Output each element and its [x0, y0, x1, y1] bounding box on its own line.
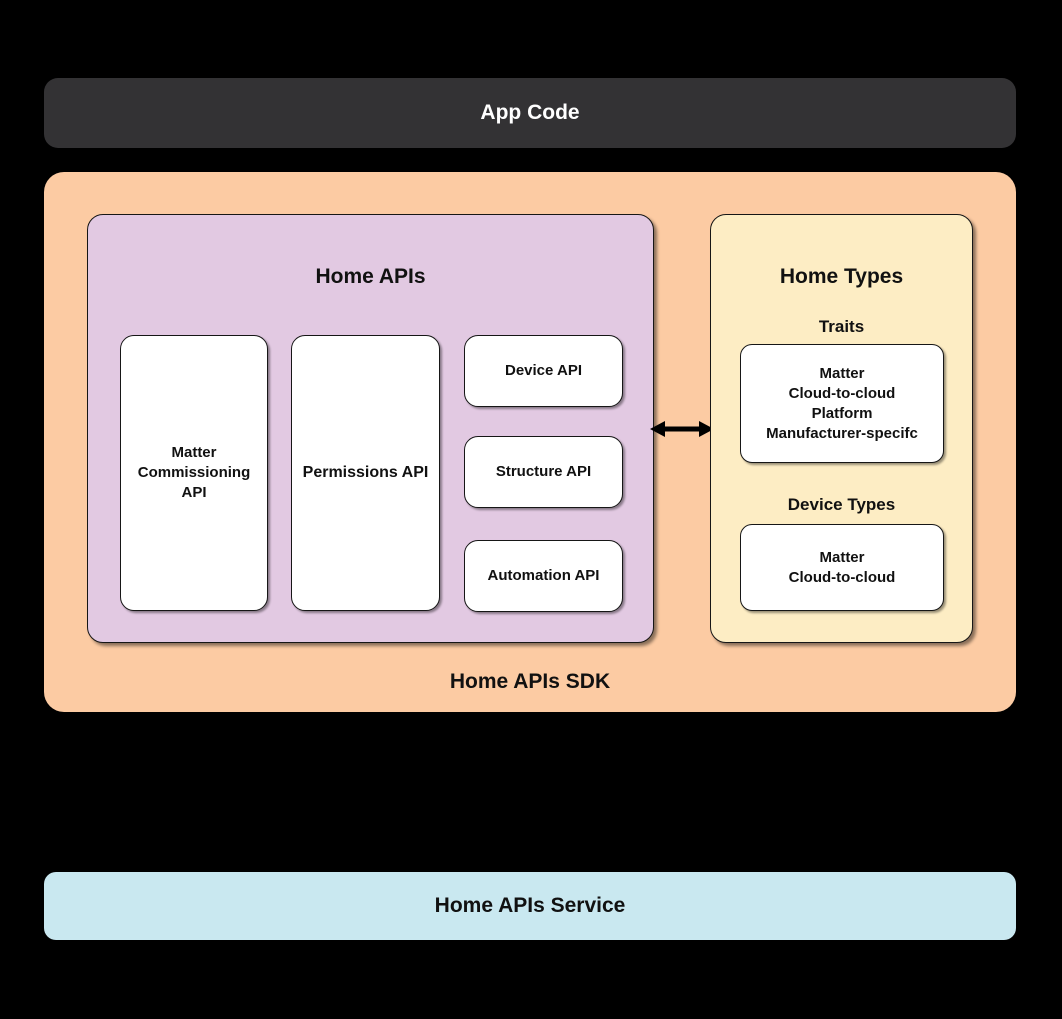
- home-apis-service-bar: Home APIs Service: [44, 872, 1016, 940]
- traits-card: Matter Cloud-to-cloud Platform Manufactu…: [740, 344, 944, 463]
- device-types-card: Matter Cloud-to-cloud: [740, 524, 944, 611]
- bidirectional-arrow-icon: [650, 417, 714, 441]
- device-api-card: Device API: [464, 335, 623, 407]
- home-apis-title: Home APIs: [315, 265, 426, 288]
- home-types-box: Home Types Traits Matter Cloud-to-cloud …: [710, 214, 973, 643]
- device-types-label: Device Types: [787, 495, 896, 514]
- app-code-label: App Code: [480, 101, 580, 124]
- home-apis-sdk-container: Home APIs Matter Commissioning API Permi…: [44, 172, 1016, 712]
- automation-api-card: Automation API: [464, 540, 623, 612]
- home-apis-box: Home APIs Matter Commissioning API Permi…: [87, 214, 654, 643]
- home-types-title: Home Types: [779, 265, 904, 288]
- matter-commissioning-api-card: Matter Commissioning API: [120, 335, 268, 611]
- home-apis-sdk-label: Home APIs SDK: [449, 670, 611, 693]
- structure-api-card: Structure API: [464, 436, 623, 508]
- permissions-api-card: Permissions API: [291, 335, 440, 611]
- app-code-bar: App Code: [44, 78, 1016, 148]
- traits-label: Traits: [818, 317, 865, 336]
- home-apis-service-label: Home APIs Service: [434, 894, 626, 917]
